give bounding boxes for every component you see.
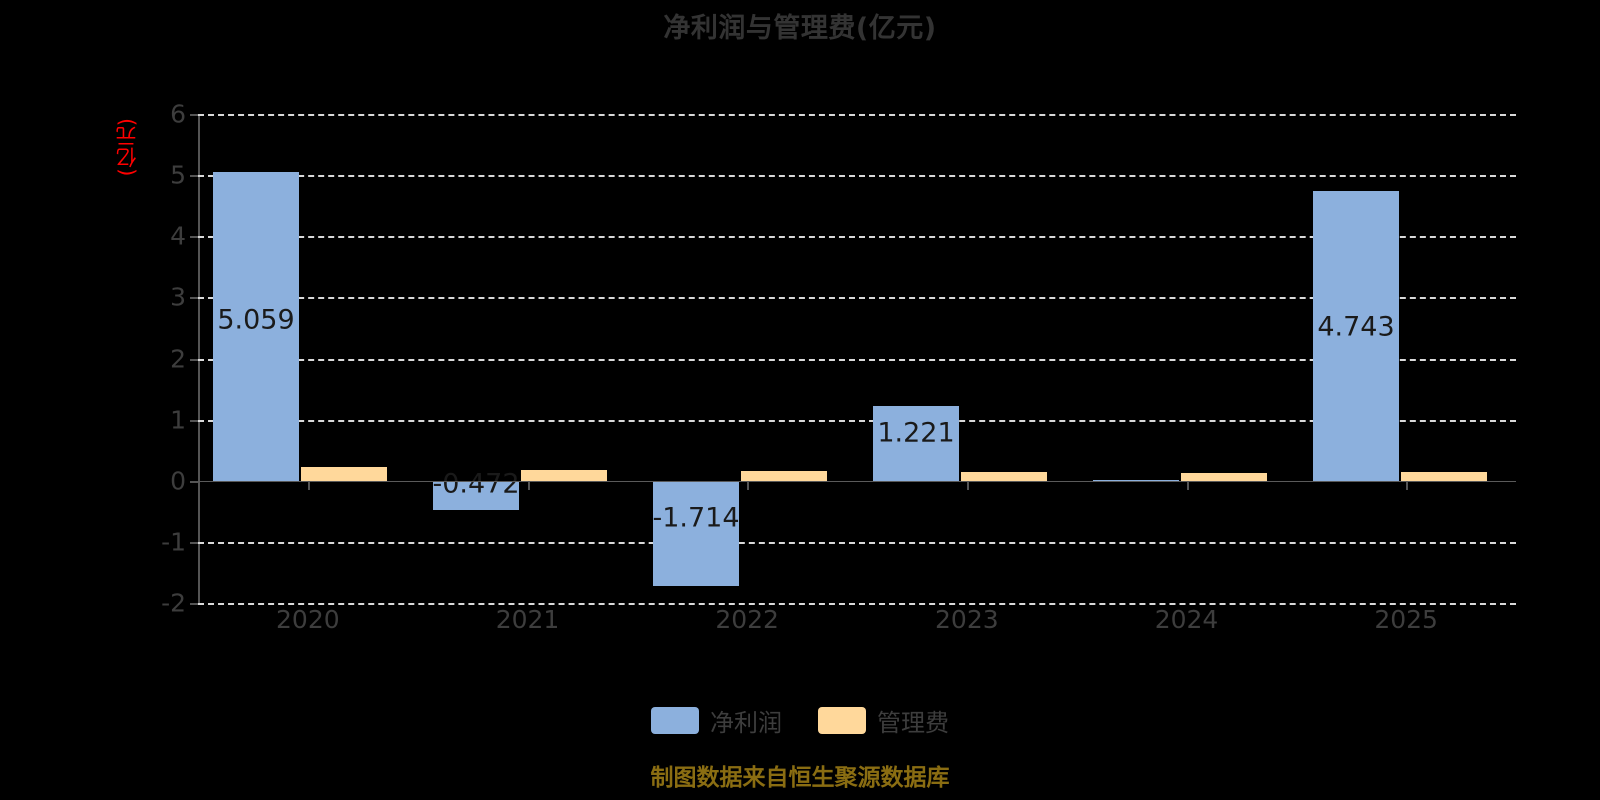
bar-fee-2020[interactable] [301, 467, 387, 481]
gridline-1 [198, 419, 1516, 422]
y-tick-label-6: 6 [170, 99, 186, 129]
bar-profit-2021[interactable] [433, 480, 519, 510]
bar-profit-2022[interactable] [653, 480, 739, 586]
bar-profit-2025-value-label: 4.743 [1317, 311, 1395, 343]
y-tick-label-3: 3 [170, 282, 186, 312]
x-tick-label-2024: 2024 [1154, 605, 1219, 634]
chart-legend: 净利润 管理费 [0, 703, 1600, 738]
bar-profit-2020-value-label: 5.059 [217, 304, 295, 336]
legend-swatch-fee [818, 707, 866, 734]
gridline-5 [198, 175, 1516, 178]
x-tick-label-2022: 2022 [715, 605, 779, 634]
x-tick-mark-2021 [527, 481, 530, 490]
x-tick-mark-2024 [1186, 481, 1189, 490]
bar-profit-2025[interactable] [1313, 190, 1399, 481]
gridline-2 [198, 358, 1516, 361]
legend-item-1[interactable]: 管理费 [818, 703, 949, 738]
x-tick-mark-2025 [1406, 481, 1409, 490]
bar-profit-2024[interactable] [1093, 480, 1179, 481]
y-tick-label-0: 0 [170, 466, 186, 496]
footer-source-note: 制图数据来自恒生聚源数据库 [650, 765, 950, 791]
x-tick-label-2021: 2021 [495, 605, 560, 634]
legend-label-1: 管理费 [877, 709, 949, 737]
gridline-3 [198, 297, 1516, 300]
bar-profit-2022-value-label: -1.714 [652, 502, 740, 534]
x-tick-label-2020: 2020 [276, 605, 340, 634]
x-tick-label-2025: 2025 [1374, 605, 1438, 634]
bar-fee-2021[interactable] [521, 469, 607, 481]
bar-fee-2022[interactable] [741, 471, 827, 481]
bar-fee-2024[interactable] [1181, 472, 1267, 481]
gridline--2 [198, 603, 1516, 605]
legend-swatch-profit [651, 707, 699, 734]
y-tick-label--1: -1 [161, 527, 186, 557]
x-axis-line [198, 481, 1516, 482]
y-tick-label-2: 2 [170, 344, 186, 373]
x-tick-mark-2022 [747, 481, 750, 490]
y-tick-label-1: 1 [170, 405, 186, 435]
bar-profit-2023-value-label: 1.221 [877, 417, 955, 449]
y-tick-label-4: 4 [170, 221, 186, 251]
gridline--1 [198, 541, 1516, 544]
y-tick-mark--1 [190, 541, 199, 544]
y-tick-mark-5 [190, 175, 199, 178]
page-title: 净利润与管理费(亿元) [663, 13, 937, 44]
legend-item-0[interactable]: 净利润 [651, 703, 782, 738]
x-tick-mark-2020 [307, 481, 310, 490]
y-tick-mark-6 [190, 114, 199, 116]
gridline-4 [198, 236, 1516, 239]
gridline-6 [198, 114, 1516, 116]
bar-profit-2023[interactable] [873, 406, 959, 481]
bar-fee-2025[interactable] [1401, 471, 1487, 481]
legend-label-0: 净利润 [710, 709, 782, 737]
y-tick-mark-0 [190, 480, 199, 483]
y-tick-mark-2 [190, 358, 199, 361]
bar-profit-2020[interactable] [213, 171, 299, 481]
y-tick-mark-1 [190, 419, 199, 422]
bar-fee-2023[interactable] [961, 471, 1047, 481]
y-tick-mark-3 [190, 297, 199, 300]
x-tick-mark-2023 [966, 481, 969, 490]
y-tick-mark-4 [190, 236, 199, 239]
bar-profit-2021-value-label: -0.472 [432, 468, 520, 500]
plot-area: 5.059 -0.472 -1.714 1.221 4.743 [198, 114, 1516, 605]
y-tick-mark--2 [190, 603, 199, 605]
x-tick-label-2023: 2023 [935, 605, 999, 634]
y-tick-label-5: 5 [170, 160, 186, 190]
y-tick-label--2: -2 [161, 588, 186, 618]
